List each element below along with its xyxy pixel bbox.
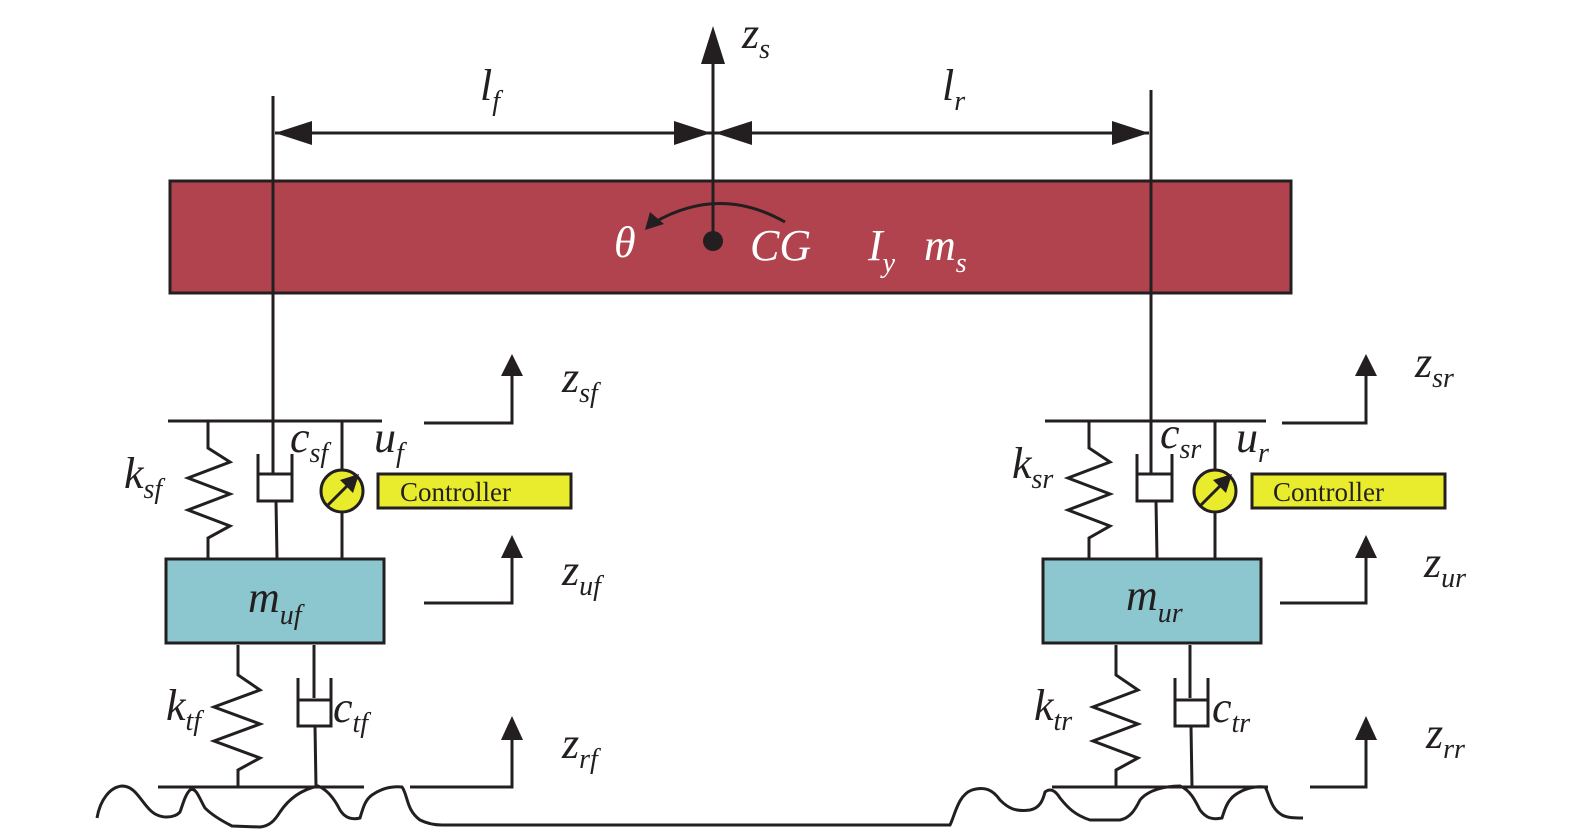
lr-left-arrow-icon — [715, 121, 752, 145]
cg-label: CG — [750, 221, 811, 270]
rear-zsr-indicator — [1282, 372, 1368, 425]
front-tire-damper-cylinder — [296, 678, 333, 728]
front-suspension: zsf ksf csf uf Controller muf zuf — [124, 353, 604, 789]
pitch-rotation-arc — [654, 202, 786, 224]
theta-label: θ — [614, 218, 636, 267]
lr-label: lr — [942, 61, 965, 117]
rear-suspension: zsr ksr csr ur Controller mur zur ktr — [1012, 338, 1466, 789]
zsf-label: zsf — [561, 353, 601, 409]
zs-arrow-icon — [701, 26, 725, 64]
rear-tire-spring — [1088, 645, 1143, 787]
zur-label: zur — [1423, 538, 1466, 594]
rear-suspension-spring — [1063, 421, 1115, 558]
lf-label: lf — [480, 61, 503, 117]
road-profile — [95, 784, 1304, 829]
rear-controller-box: Controller — [1250, 472, 1447, 510]
muf-label: muf — [248, 573, 305, 631]
zsr-arrow-icon — [1355, 354, 1377, 376]
ksr-label: ksr — [1012, 439, 1053, 495]
lr-right-arrow-icon — [1112, 121, 1149, 145]
zrr-arrow-icon — [1355, 716, 1377, 740]
rear-actuator-icon — [1192, 468, 1238, 514]
front-tire-spring — [209, 645, 265, 787]
ktf-label: ktf — [166, 681, 204, 737]
rear-zrr-indicator — [1310, 735, 1368, 789]
sprung-mass-body: θ CG Iy ms — [168, 179, 1293, 295]
front-unsprung-mass-rect — [164, 557, 386, 645]
front-zsf-indicator — [424, 372, 514, 425]
front-suspension-spring — [183, 421, 235, 558]
front-zrf-indicator — [410, 735, 514, 789]
lf-right-arrow-icon — [674, 121, 711, 145]
ctr-label: ctr — [1212, 683, 1250, 739]
ktr-label: ktr — [1034, 681, 1072, 737]
rear-unsprung-mass-rect — [1041, 557, 1263, 645]
ctf-label: ctf — [333, 683, 371, 739]
front-damper-lower-rod — [274, 500, 279, 559]
rear-zur-indicator — [1280, 554, 1368, 605]
rear-damper-lower-rod — [1154, 500, 1159, 559]
sprung-mass-label: ms — [924, 221, 967, 279]
zs-label: zs — [741, 9, 770, 65]
front-controller-label: Controller — [400, 477, 511, 507]
ksf-label: ksf — [124, 449, 165, 505]
csr-label: csr — [1160, 409, 1201, 465]
uf-label: uf — [374, 413, 407, 469]
zuf-label: zuf — [561, 546, 604, 602]
ur-label: ur — [1236, 413, 1269, 469]
rear-tire-damper-lower-rod — [1189, 725, 1194, 788]
front-damper-cylinder — [256, 454, 294, 503]
zrf-arrow-icon — [501, 716, 523, 740]
mur-label: mur — [1126, 571, 1183, 629]
lf-left-arrow-icon — [275, 121, 312, 145]
front-controller-box: Controller — [376, 472, 573, 510]
zrr-label: zrr — [1425, 709, 1465, 765]
pitch-arrow-icon — [645, 212, 664, 230]
front-actuator-icon — [319, 468, 365, 514]
sprung-mass-rect — [168, 179, 1293, 295]
zsf-arrow-icon — [501, 354, 523, 376]
front-tire-damper-lower-rod — [313, 725, 318, 788]
zur-arrow-icon — [1355, 535, 1377, 558]
rear-damper-cylinder — [1135, 454, 1174, 503]
front-zuf-indicator — [424, 554, 514, 605]
zrf-label: zrf — [561, 719, 601, 775]
zsr-label: zsr — [1414, 338, 1454, 394]
inertia-label: Iy — [867, 221, 896, 279]
csf-label: csf — [290, 413, 331, 469]
cg-point-icon — [703, 231, 723, 251]
rear-controller-label: Controller — [1273, 477, 1384, 507]
zuf-arrow-icon — [501, 535, 523, 558]
